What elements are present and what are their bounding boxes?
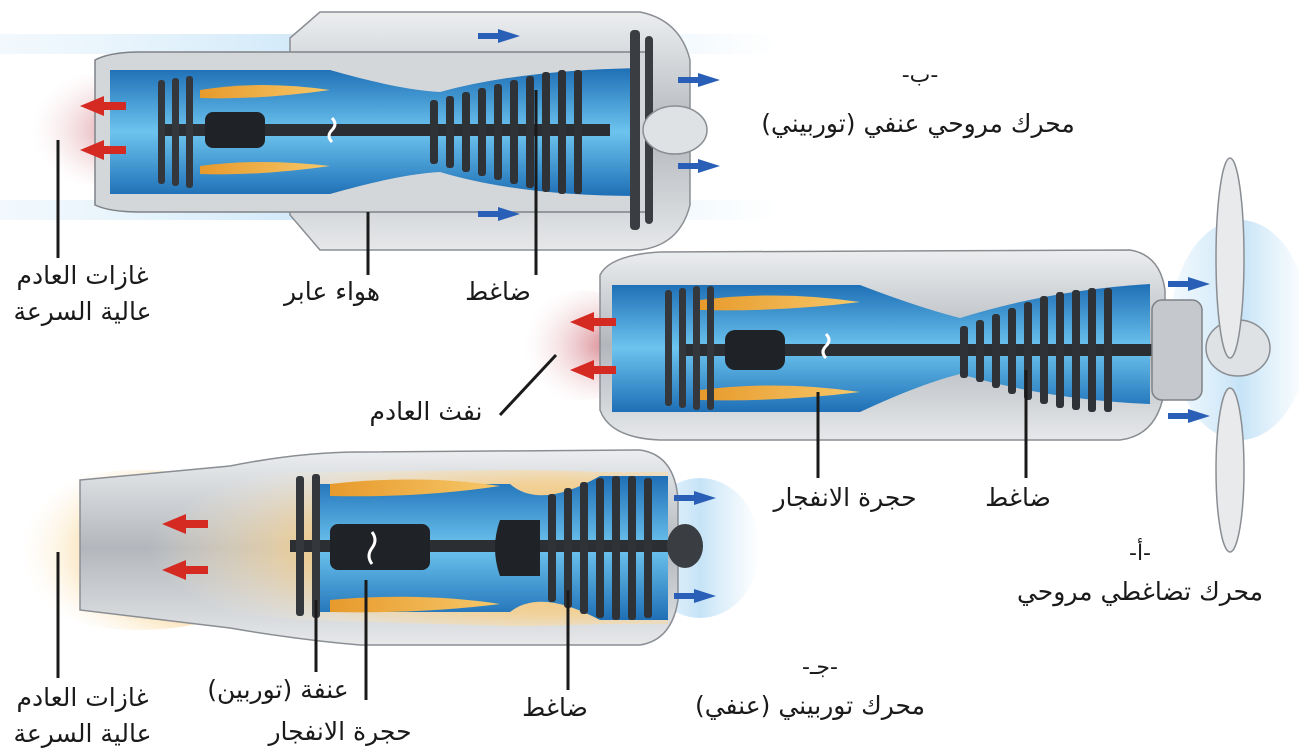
leaders-b <box>56 90 538 275</box>
exhaust-arrow-2 <box>570 360 616 380</box>
exhaust-arrow-2 <box>162 560 208 580</box>
fan-blades <box>630 30 653 230</box>
engine-c-compressor-label: ضاغط <box>522 693 588 722</box>
rotation-icon <box>367 531 377 565</box>
exhaust-arrows <box>570 312 616 380</box>
exhaust-arrow-2 <box>80 140 126 160</box>
engine-c-title: محرك توربيني (عنفي) <box>694 691 926 720</box>
bypass-arrow-2 <box>478 207 520 221</box>
intake-arrow-2 <box>674 589 716 603</box>
turbine-hub <box>205 112 265 148</box>
engine-c-exhaust-label-1: غازات العادم <box>16 683 149 712</box>
intake-arrow-1 <box>674 491 716 505</box>
rotation-icon <box>327 116 337 144</box>
leader-a-exhaust <box>498 353 558 417</box>
flame-bottom <box>700 385 860 401</box>
compressor-blades <box>548 476 652 620</box>
flame-bottom <box>200 162 330 175</box>
exhaust-arrow-1 <box>162 514 208 534</box>
leaders-c <box>56 552 570 700</box>
turbine-hub <box>725 330 785 370</box>
engine-a-combustion-label: حجرة الانفجار <box>773 483 917 512</box>
engine-a <box>498 157 1299 553</box>
turbine-hub <box>330 524 430 570</box>
compressor-blades <box>960 288 1112 412</box>
intake-arrow-1 <box>1168 277 1210 291</box>
spinner <box>642 105 708 155</box>
turbine-blades <box>296 474 320 618</box>
engine-a-exhaust-label: نفث العادم <box>369 397 483 426</box>
engine-b-compressor-label: ضاغط <box>465 277 531 306</box>
engine-a-letter: -أ- <box>1129 541 1151 566</box>
engine-c-exhaust-label-2: عالية السرعة <box>13 719 152 748</box>
bypass-arrow-1 <box>478 29 520 43</box>
turbine-blades <box>158 76 193 188</box>
propeller-blade-bottom <box>1215 387 1245 553</box>
intake-arrow-1 <box>678 73 720 87</box>
engine-b-bypass-label: هواء عابر <box>283 277 381 306</box>
exhaust-arrows <box>80 96 126 160</box>
engine-c <box>0 449 760 700</box>
exhaust-arrow-1 <box>80 96 126 116</box>
engine-a-title: محرك تضاغطي مروحي <box>1016 577 1264 606</box>
engine-b-exhaust-label-1: غازات العادم <box>16 261 149 290</box>
flame-top <box>330 479 500 497</box>
engine-b-exhaust-label-2: عالية السرعة <box>13 297 152 326</box>
engine-b-title: محرك مروحي عنفي (توربيني) <box>761 109 1075 138</box>
turbine-blades <box>665 286 714 410</box>
intake-arrows <box>674 491 716 603</box>
engine-b-letter: -ب- <box>901 63 939 88</box>
nose-cone <box>667 524 703 568</box>
gearbox <box>1151 299 1203 401</box>
flame-top <box>200 85 330 99</box>
leaders-a <box>498 353 1028 478</box>
compressor-hub <box>495 520 540 576</box>
engine-b <box>0 11 780 275</box>
exhaust-arrows <box>162 514 208 580</box>
flame-bottom <box>330 596 500 613</box>
exhaust-arrow-1 <box>570 312 616 332</box>
flame-top <box>700 295 860 311</box>
propeller-blade-top <box>1215 157 1245 359</box>
engine-a-compressor-label: ضاغط <box>985 483 1051 512</box>
engine-c-turbine-label: عنفة (توربين) <box>207 675 349 704</box>
intake-arrows <box>478 29 720 221</box>
intake-arrow-2 <box>1168 409 1210 423</box>
compressor-blades <box>430 70 582 194</box>
engine-c-combustion-label: حجرة الانفجار <box>268 717 412 746</box>
intake-arrows <box>1168 277 1210 423</box>
rotation-icon <box>821 332 831 360</box>
engine-c-letter: -جـ- <box>802 655 838 680</box>
intake-arrow-2 <box>678 159 720 173</box>
